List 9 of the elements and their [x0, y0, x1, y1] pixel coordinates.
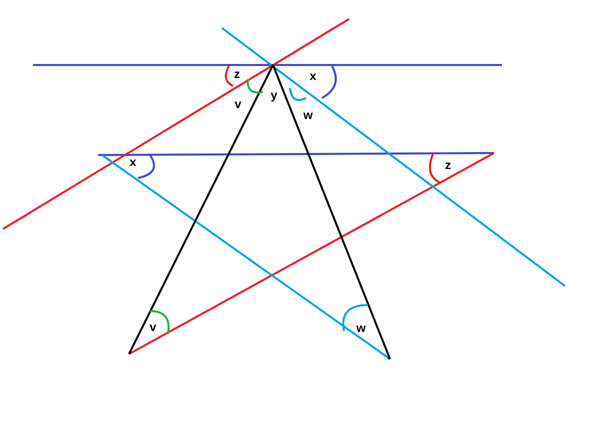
- angle-label: z: [445, 158, 451, 172]
- angle-label: w: [303, 108, 313, 122]
- angle-label: v: [150, 320, 156, 334]
- angle-label: z: [234, 67, 240, 81]
- angle-label: x: [130, 155, 136, 169]
- angle-label: y: [270, 88, 278, 102]
- angle-label: w: [356, 321, 366, 335]
- angle-label: x: [310, 69, 316, 83]
- angle-label: v: [234, 97, 242, 111]
